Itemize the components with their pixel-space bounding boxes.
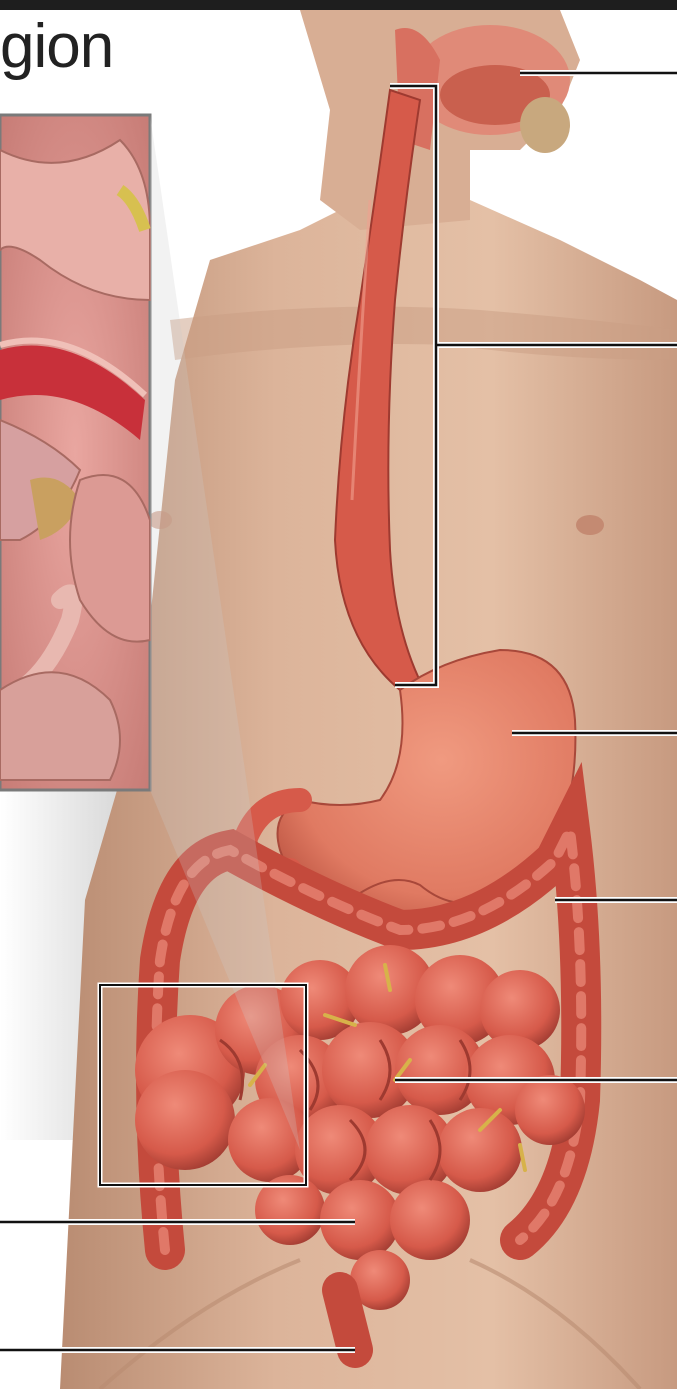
top-border-overlay bbox=[0, 0, 677, 10]
chin bbox=[520, 97, 570, 153]
nipple bbox=[576, 515, 604, 535]
figure-heading: gion bbox=[0, 16, 113, 78]
rectum bbox=[340, 1290, 355, 1350]
magnified-inset bbox=[0, 115, 150, 790]
